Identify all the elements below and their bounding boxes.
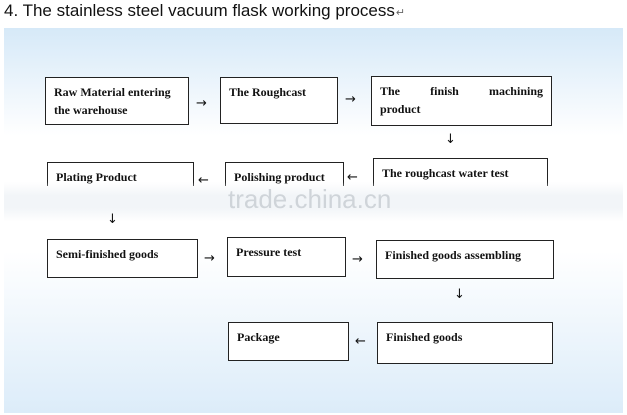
step-finish-machining-line1: The finish machining: [380, 82, 543, 100]
step-roughcast-label: The Roughcast: [229, 85, 307, 99]
return-mark-icon: ↵: [395, 7, 406, 19]
step-raw-material: Raw Material entering the warehouse: [45, 77, 189, 125]
watermark-text: trade.china.cn: [228, 184, 392, 214]
arrow-right-icon: →: [204, 251, 215, 266]
step-pressure-test: Pressure test: [227, 237, 346, 277]
step-raw-material-line2: the warehouse: [54, 103, 128, 117]
arrow-right-icon: →: [352, 252, 363, 267]
step-water-test: The roughcast water test: [373, 158, 548, 186]
page-title: 4. The stainless steel vacuum flask work…: [4, 0, 405, 24]
step-semi-finished: Semi-finished goods: [47, 239, 198, 278]
step-package-label: Package: [237, 330, 280, 344]
step-polishing-label: Polishing product: [234, 170, 325, 184]
step-water-test-label: The roughcast water test: [382, 166, 509, 180]
arrow-left-icon: ←: [347, 170, 358, 185]
word: machining: [488, 84, 543, 98]
step-roughcast: The Roughcast: [220, 77, 338, 124]
title-text: 4. The stainless steel vacuum flask work…: [4, 1, 395, 20]
step-assembling-label: Finished goods assembling: [385, 248, 522, 262]
word: finish: [430, 84, 459, 98]
word: The: [380, 84, 401, 98]
arrow-down-icon: ↓: [107, 212, 118, 227]
arrow-left-icon: ←: [198, 173, 209, 188]
step-plating-label: Plating Product: [56, 170, 137, 184]
step-finished-goods-label: Finished goods: [386, 330, 463, 344]
step-assembling: Finished goods assembling: [376, 240, 554, 279]
step-raw-material-line1: Raw Material entering: [54, 85, 171, 99]
arrow-down-icon: ↓: [454, 287, 465, 302]
arrow-down-icon: ↓: [445, 132, 456, 147]
arrow-right-icon: →: [196, 96, 207, 111]
step-pressure-test-label: Pressure test: [236, 245, 302, 259]
step-finish-machining: The finish machining product: [371, 76, 552, 126]
step-finish-machining-line2: product: [380, 102, 421, 116]
arrow-right-icon: →: [345, 92, 356, 107]
arrow-left-icon: ←: [355, 334, 366, 349]
step-semi-finished-label: Semi-finished goods: [56, 247, 159, 261]
step-finished-goods: Finished goods: [377, 322, 553, 364]
step-package: Package: [228, 322, 349, 361]
watermark-band: [4, 182, 623, 222]
